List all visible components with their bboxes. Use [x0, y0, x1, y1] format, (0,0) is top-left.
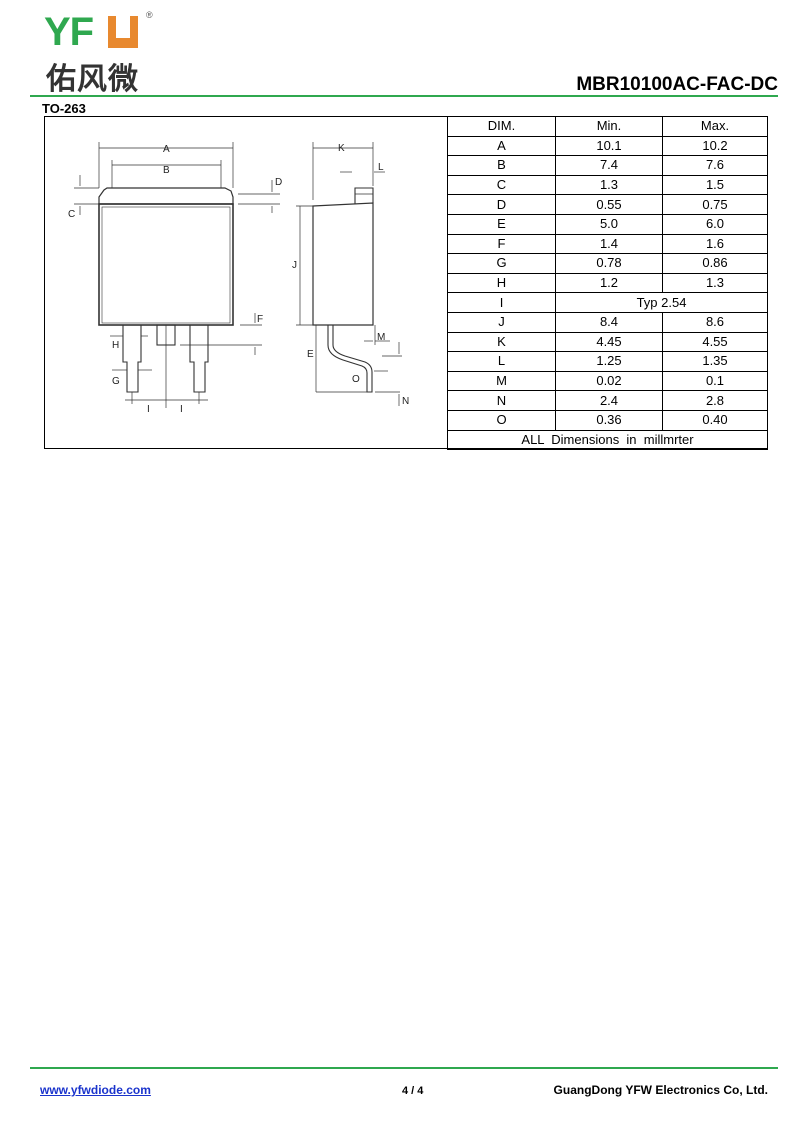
cell-min: 1.4	[555, 233, 663, 255]
cell-max: 0.1	[662, 370, 768, 392]
dim-label-f: F	[257, 314, 263, 325]
cell-dim: J	[447, 311, 556, 333]
cell-max: 8.6	[662, 311, 768, 333]
cell-dim: C	[447, 174, 556, 196]
logo-chinese-text: 佑风微	[46, 62, 139, 97]
cell-max: 1.5	[662, 174, 768, 196]
dim-label-o: O	[352, 374, 360, 385]
dim-label-a: A	[163, 144, 170, 155]
cell-dim: G	[447, 253, 556, 274]
dim-label-g: G	[112, 376, 120, 387]
dim-label-i-left: I	[147, 404, 150, 415]
cell-min: 5.0	[555, 213, 663, 235]
left-lead	[122, 325, 142, 393]
cell-dim: F	[447, 233, 556, 255]
cell-min: 1.2	[555, 272, 663, 294]
cell-dim: M	[447, 370, 556, 392]
cell-dim: H	[447, 272, 556, 294]
cell-dim: N	[447, 390, 556, 411]
cell-dim: K	[447, 331, 556, 353]
table-note: ALL Dimensions in millmrter	[447, 429, 768, 451]
cell-max: 1.6	[662, 233, 768, 255]
cell-max: 7.6	[662, 155, 768, 176]
cell-max: 4.55	[662, 331, 768, 353]
package-frame	[44, 116, 768, 449]
cell-dim: E	[447, 213, 556, 235]
cell-max: 1.35	[662, 351, 768, 372]
side-body	[312, 202, 374, 326]
side-tab	[354, 187, 374, 204]
website-link[interactable]: www.yfwdiode.com	[40, 1083, 151, 1097]
cell-min: 7.4	[555, 155, 663, 176]
dim-label-e: E	[307, 349, 314, 360]
cell-min: 0.02	[555, 370, 663, 392]
cell-min: 1.3	[555, 174, 663, 196]
header-min: Min.	[555, 116, 663, 137]
cell-min: 0.36	[555, 409, 663, 431]
dim-label-m: M	[377, 332, 385, 343]
cell-dim: A	[447, 135, 556, 157]
header-divider	[30, 95, 778, 97]
dim-label-j: J	[292, 260, 297, 271]
footer-divider	[30, 1067, 778, 1069]
cell-max: 1.3	[662, 272, 768, 294]
dim-label-b: B	[163, 165, 170, 176]
dim-label-n: N	[402, 396, 409, 407]
cell-min: 4.45	[555, 331, 663, 353]
dim-label-c: C	[68, 209, 75, 220]
cell-max: 2.8	[662, 390, 768, 411]
cell-dim: I	[447, 292, 556, 313]
cell-min: 10.1	[555, 135, 663, 157]
dim-label-l: L	[378, 162, 384, 173]
cell-max: 0.86	[662, 253, 768, 274]
table-header-row: DIM. Min. Max.	[447, 116, 768, 137]
cell-min: Typ 2.54	[555, 292, 768, 313]
cell-min: 0.55	[555, 194, 663, 215]
cell-dim: D	[447, 194, 556, 215]
front-body	[98, 203, 234, 326]
cell-dim: O	[447, 409, 556, 431]
cell-max: 10.2	[662, 135, 768, 157]
right-lead	[189, 325, 209, 393]
table-note-row: ALL Dimensions in millmrter	[447, 429, 768, 451]
cell-dim: L	[447, 351, 556, 372]
cell-max: 0.40	[662, 409, 768, 431]
cell-max: 6.0	[662, 213, 768, 235]
part-number: MBR10100AC-FAC-DC	[576, 74, 778, 95]
header-dim: DIM.	[447, 116, 556, 137]
cell-min: 0.78	[555, 253, 663, 274]
dim-label-d: D	[275, 177, 282, 188]
front-body-top	[98, 187, 234, 205]
dim-label-k: K	[338, 143, 345, 154]
header-max: Max.	[662, 116, 768, 137]
dim-label-h: H	[112, 340, 119, 351]
package-outline-drawing: A B C D E F G H I I J K L M N O	[68, 142, 409, 415]
cell-dim: B	[447, 155, 556, 176]
package-title: TO-263	[42, 101, 86, 116]
cell-min: 8.4	[555, 311, 663, 333]
side-lead	[327, 325, 373, 393]
cell-min: 2.4	[555, 390, 663, 411]
cell-max: 0.75	[662, 194, 768, 215]
cell-min: 1.25	[555, 351, 663, 372]
page-number: 4 / 4	[402, 1085, 424, 1097]
dim-label-i-right: I	[180, 404, 183, 415]
company-name: GuangDong YFW Electronics Co, Ltd.	[553, 1083, 768, 1097]
